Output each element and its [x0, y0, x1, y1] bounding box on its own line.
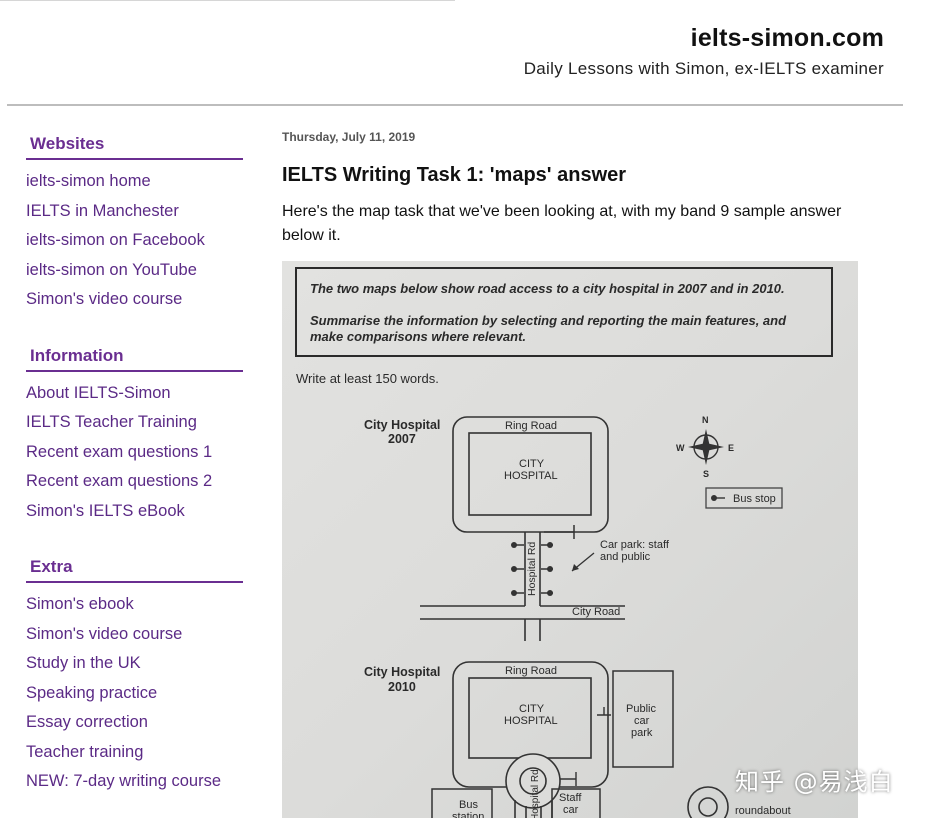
map2-car-park-entry [597, 707, 611, 716]
sidebar-link[interactable]: IELTS in Manchester [26, 201, 179, 220]
sidebar-link[interactable]: ielts-simon on YouTube [26, 260, 197, 279]
map2-title: City Hospital [364, 665, 440, 679]
compass-south: S [703, 469, 709, 479]
sidebar-heading: Extra [26, 557, 243, 583]
prompt-box [295, 267, 833, 357]
sidebar-link[interactable]: Recent exam questions 1 [26, 442, 213, 461]
sidebar-section-extra: Extra Simon's ebook Simon's video course… [26, 557, 243, 800]
map2-bus-station-label: station [452, 811, 484, 818]
map2-bus-station-label: Bus [459, 799, 478, 811]
map2-bus-station [431, 788, 493, 818]
prompt-line: Summarise the information by selecting a… [310, 313, 787, 328]
prompt-line: make comparisons where relevant. [310, 329, 526, 344]
task-photo: The two maps below show road access to a… [282, 261, 858, 818]
map1-bus-stop-marker [511, 566, 517, 572]
map1-bus-stop-marker [547, 566, 553, 572]
sidebar-link[interactable]: Speaking practice [26, 683, 158, 702]
map1-car-park-barrier [544, 525, 575, 539]
sidebar-link[interactable]: NEW: 7-day writing course [26, 772, 222, 790]
sidebar-list: About IELTS-Simon IELTS Teacher Training… [26, 382, 243, 530]
sidebar-link[interactable]: Simon's ebook [26, 595, 134, 613]
compass-west: W [676, 443, 685, 453]
sidebar-link[interactable]: Essay correction [26, 713, 148, 731]
map2-staff-car-label: car [563, 804, 579, 816]
sidebar-link[interactable]: Study in the UK [26, 654, 141, 672]
sidebar-link[interactable]: Recent exam questions 2 [26, 472, 213, 490]
sidebar-link[interactable]: Simon's IELTS eBook [26, 501, 185, 520]
compass-north: N [702, 415, 709, 425]
map2-hospital-label: CITY [519, 703, 545, 715]
map1-ring-road-label: Ring Road [505, 420, 557, 432]
site-description: Daily Lessons with Simon, ex-IELTS exami… [523, 59, 884, 78]
post-intro: Here's the map task that we've been look… [282, 203, 842, 244]
map2-public-car-park-label: park [631, 727, 653, 739]
sidebar: Websites ielts-simon home IELTS in Manch… [26, 134, 243, 828]
map1-bus-stop-marker [511, 542, 517, 548]
post-title[interactable]: IELTS Writing Task 1: 'maps' answer [282, 164, 627, 186]
map2-year: 2010 [388, 680, 416, 694]
map1-hospital-label: CITY [519, 458, 545, 470]
map1-hospital-rd-label: Hospital Rd [526, 542, 538, 596]
top-border [0, 0, 455, 1]
sidebar-link[interactable]: Teacher training [26, 742, 144, 761]
map2-staff-car-barrier [560, 772, 577, 786]
map2-roundabout-inner [519, 767, 547, 795]
map2-public-car-park [612, 670, 674, 768]
map1-title: City Hospital [364, 418, 440, 432]
sidebar-link[interactable]: Simon's video course [26, 290, 183, 308]
map1-city-road-label: City Road [572, 606, 620, 618]
paper-background [282, 261, 858, 818]
map2-ring-road-label: Ring Road [505, 665, 557, 677]
map2-staff-car-label: Staff [559, 792, 582, 804]
bus-stop-icon-dot [711, 495, 717, 501]
legend-roundabout-label: roundabout [735, 805, 791, 817]
map2-hospital-road [514, 800, 553, 818]
post-date: Thursday, July 11, 2019 [282, 130, 416, 144]
map1-arrow-head [572, 564, 579, 571]
map1-hospital-road [524, 532, 541, 606]
map2-public-car-park-label: car [634, 715, 650, 727]
map1-bus-stop-marker [511, 590, 517, 596]
watermark: 知乎 @易浅白 [735, 768, 894, 796]
post: Thursday, July 11, 2019 IELTS Writing Ta… [282, 130, 882, 248]
map1-hospital-label: HOSPITAL [504, 470, 558, 482]
sidebar-list: ielts-simon home IELTS in Manchester iel… [26, 170, 243, 318]
legend-bus-stop-box [705, 487, 783, 509]
map1-car-park-label: and public [600, 551, 651, 563]
site-title[interactable]: ielts-simon.com [690, 24, 884, 52]
sidebar-heading: Information [26, 346, 243, 372]
compass-east: E [728, 443, 734, 453]
roundabout-legend-icon-inner [698, 797, 718, 817]
header-divider [7, 104, 903, 106]
sidebar-section-websites: Websites ielts-simon home IELTS in Manch… [26, 134, 243, 318]
word-count: Write at least 150 words. [296, 371, 439, 386]
sidebar-heading: Websites [26, 134, 243, 160]
site-header: ielts-simon.com Daily Lessons with Simon… [524, 24, 884, 79]
map2-hospital-label: HOSPITAL [504, 715, 558, 727]
sidebar-link[interactable]: Simon's video course [26, 624, 183, 643]
legend-bus-stop-label: Bus stop [733, 493, 776, 505]
map2-roundabout-outer [505, 753, 561, 809]
map2-public-car-park-label: Public [626, 703, 656, 715]
sidebar-link[interactable]: About IELTS-Simon [26, 383, 171, 402]
sidebar-link[interactable]: ielts-simon on Facebook [26, 231, 205, 249]
map1-bus-stop-marker [547, 542, 553, 548]
map1-car-park-label: Car park: staff [600, 539, 670, 551]
roundabout-legend-icon [687, 786, 729, 818]
map1-hospital-building [468, 432, 592, 516]
map1-bus-stop-marker [547, 590, 553, 596]
map1-ring-road-outer [452, 416, 609, 533]
sidebar-link[interactable]: IELTS Teacher Training [26, 413, 197, 431]
compass-needle [688, 429, 724, 465]
sidebar-list: Simon's ebook Simon's video course Study… [26, 593, 243, 800]
sidebar-section-information: Information About IELTS-Simon IELTS Teac… [26, 346, 243, 530]
map2-hospital-rd-label: Hospital Rd [530, 769, 541, 818]
map1-city-road [420, 605, 625, 641]
prompt-line: The two maps below show road access to a… [310, 281, 785, 296]
sidebar-link[interactable]: ielts-simon home [26, 172, 151, 190]
map1-year: 2007 [388, 432, 416, 446]
map2-staff-car-park [551, 788, 601, 818]
